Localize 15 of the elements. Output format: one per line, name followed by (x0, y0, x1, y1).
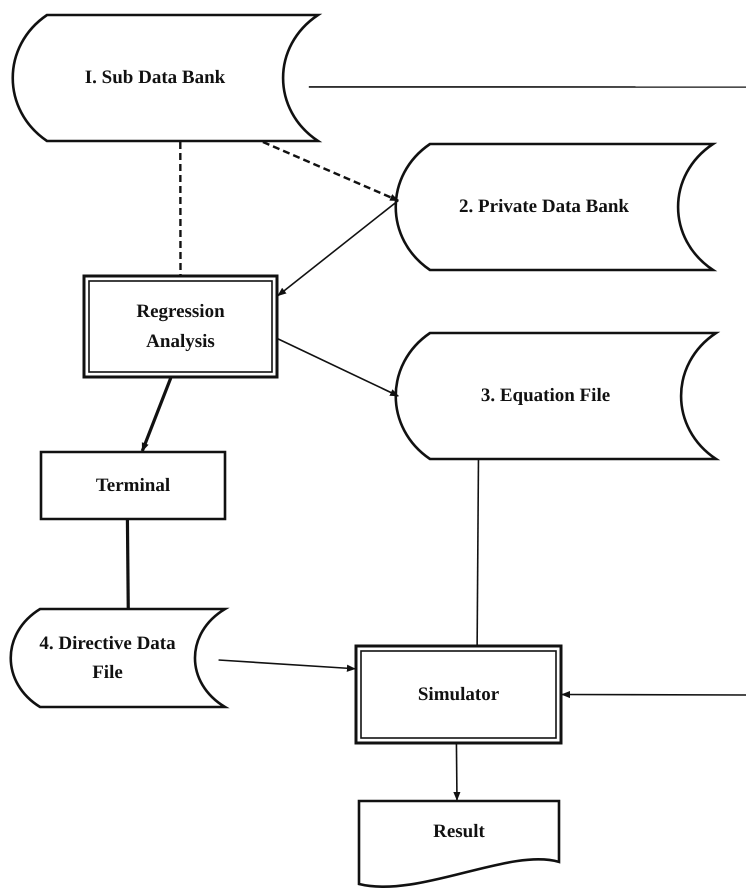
node-label: Result (433, 820, 485, 844)
arrow (218, 659, 356, 672)
node-label: Regression Analysis (135, 300, 226, 354)
node-label: I. Sub Data Bank (84, 66, 226, 90)
node-label: Terminal (96, 474, 170, 498)
arrow (277, 200, 399, 296)
node-label: 4. Directive Data File (38, 632, 177, 685)
node-label: 3. Equation File (480, 384, 610, 408)
arrow (453, 744, 460, 801)
arrow (262, 140, 399, 202)
node-label: 2. Private Data Bank (459, 195, 629, 220)
node-label: Simulator (418, 682, 500, 707)
arrow (140, 377, 172, 452)
arrow (561, 690, 746, 698)
arrow (278, 338, 400, 397)
